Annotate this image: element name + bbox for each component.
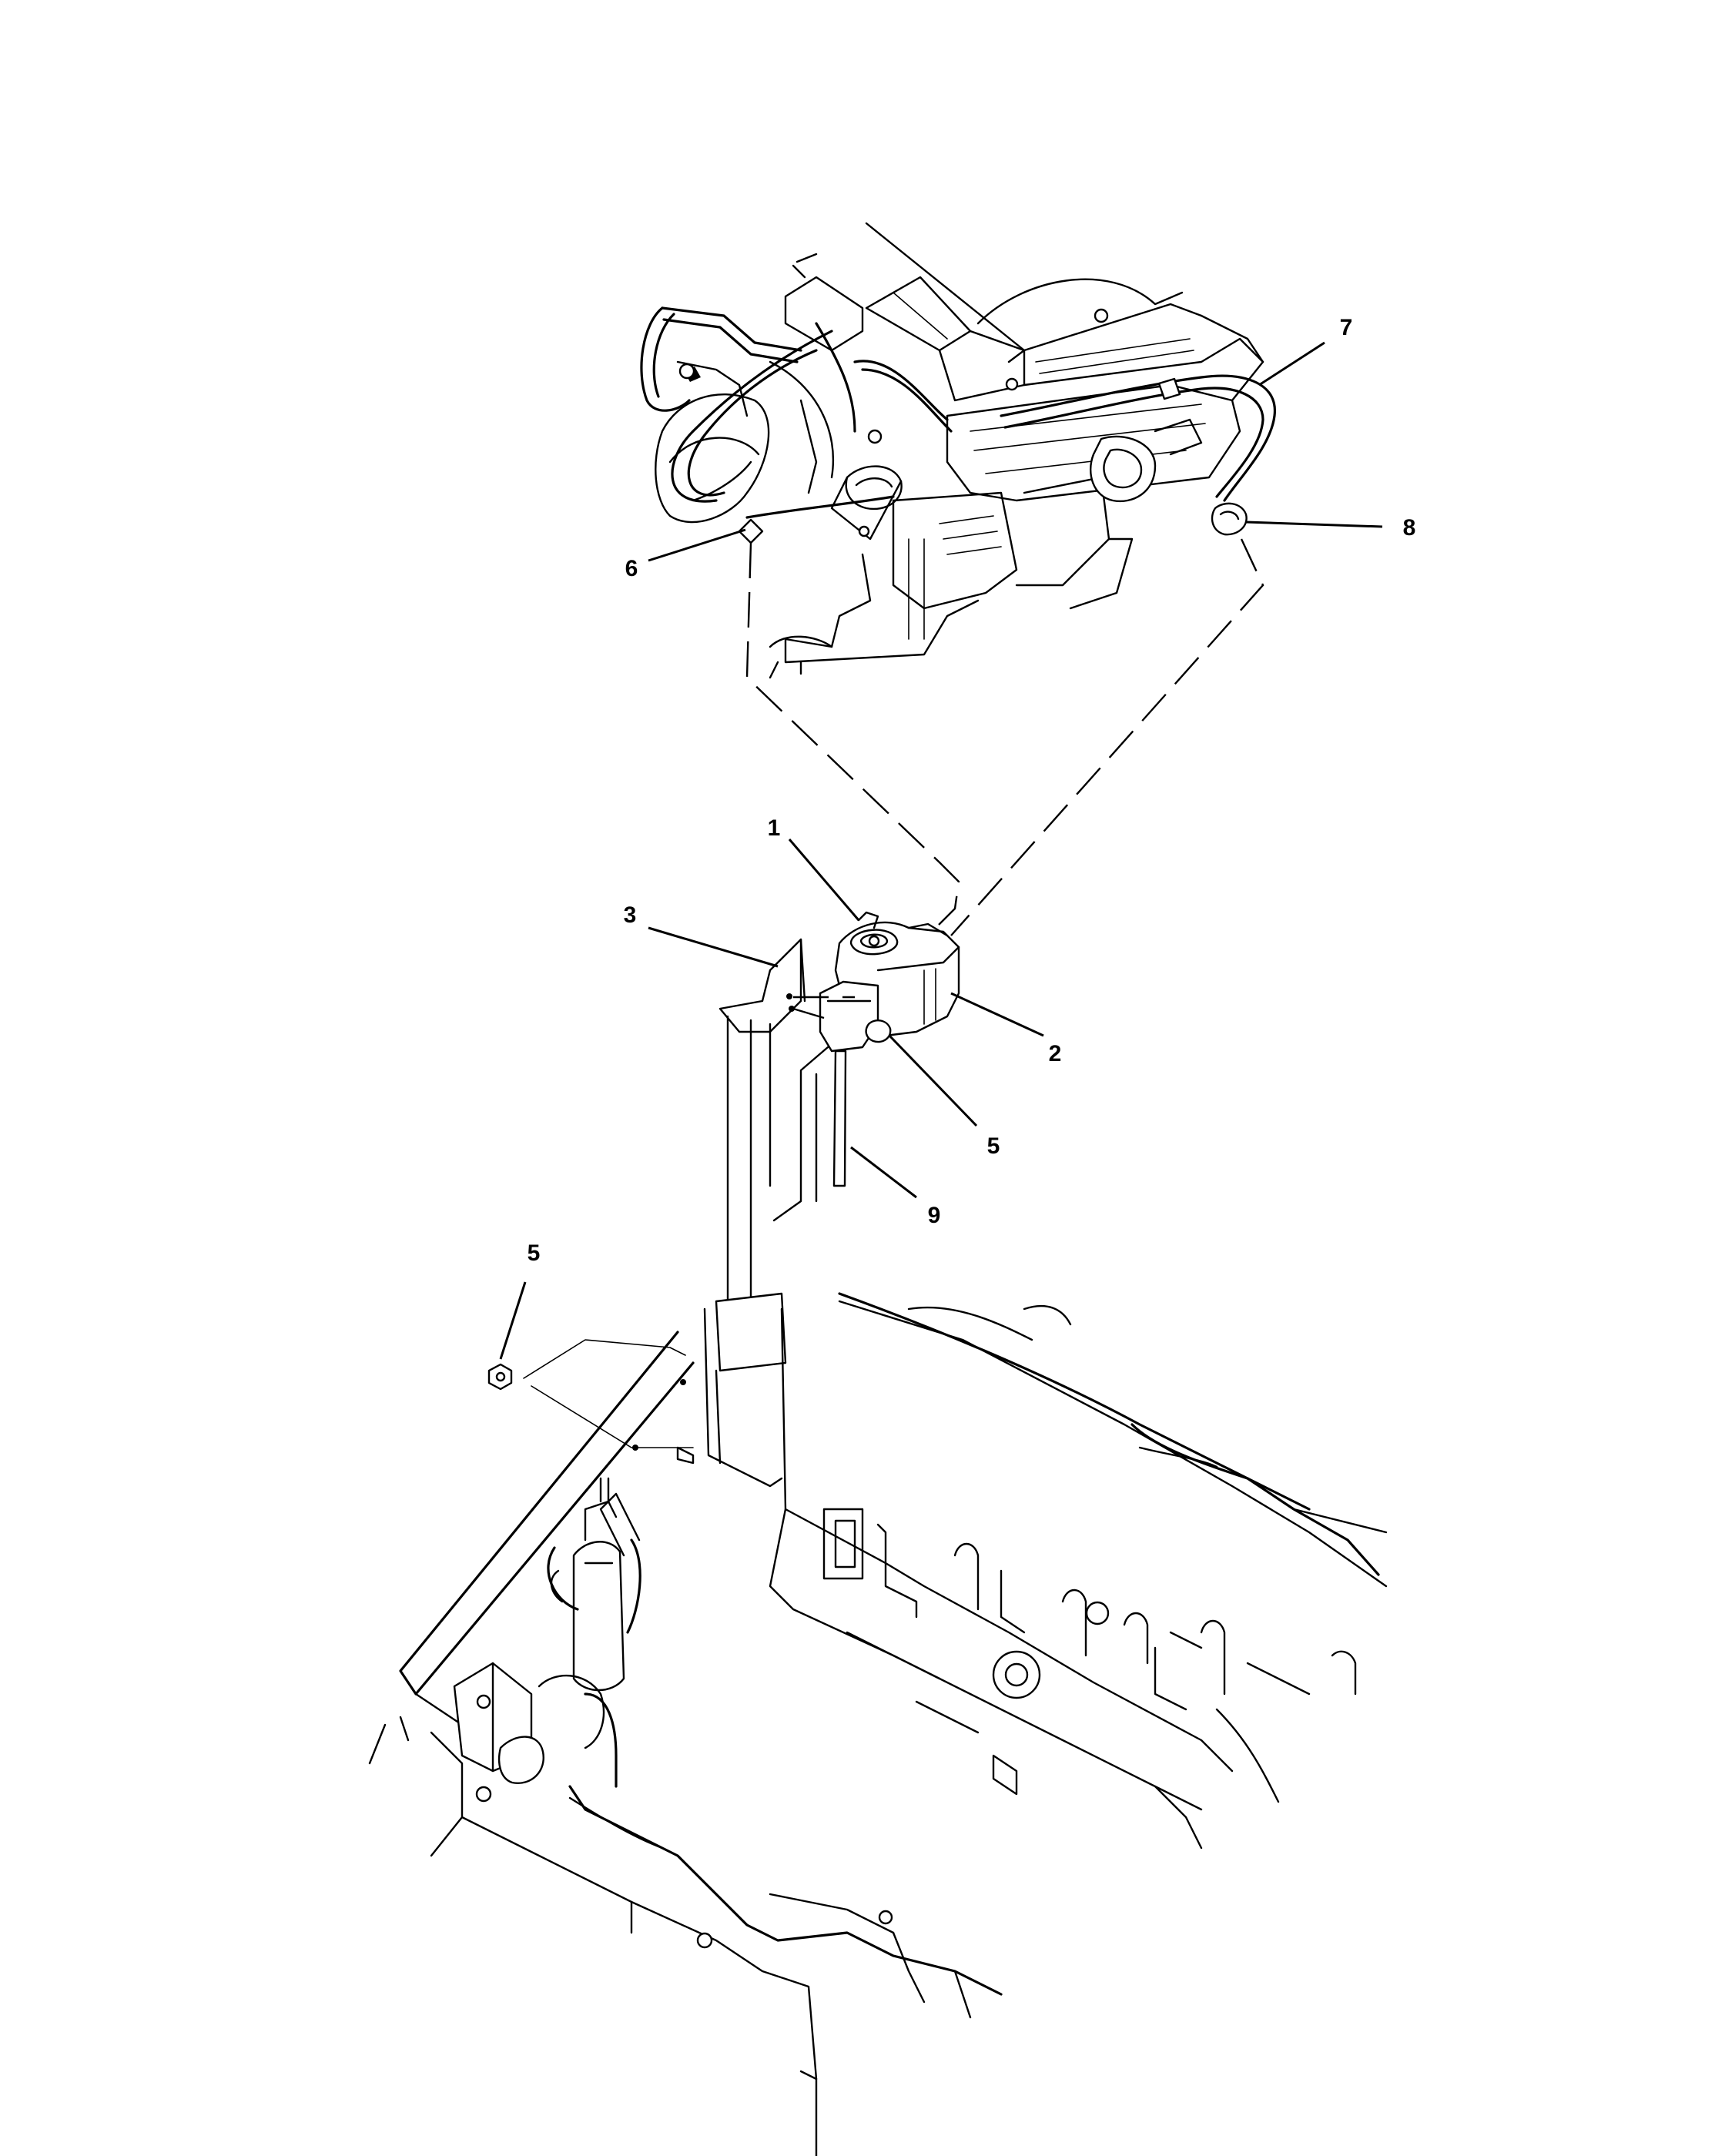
callout-5-nut: 5 — [528, 1240, 541, 1266]
vehicle-body-structure — [368, 1015, 1388, 2156]
callout-6: 6 — [625, 556, 638, 581]
callout-leaders — [499, 341, 1383, 1360]
callout-labels: 1 2 3 5 5 6 7 8 9 — [528, 315, 1416, 1266]
callout-7: 7 — [1340, 315, 1353, 340]
engine-assembly — [640, 222, 1276, 679]
callout-8: 8 — [1403, 515, 1416, 541]
callout-2: 2 — [1049, 1041, 1062, 1066]
coolant-reservoir-assembly — [718, 911, 960, 1222]
callout-1: 1 — [768, 815, 781, 841]
callout-3: 3 — [624, 902, 637, 928]
hose-routing-lines — [745, 538, 1264, 936]
callout-9: 9 — [928, 1203, 941, 1228]
callout-5-reservoir: 5 — [987, 1133, 1000, 1159]
